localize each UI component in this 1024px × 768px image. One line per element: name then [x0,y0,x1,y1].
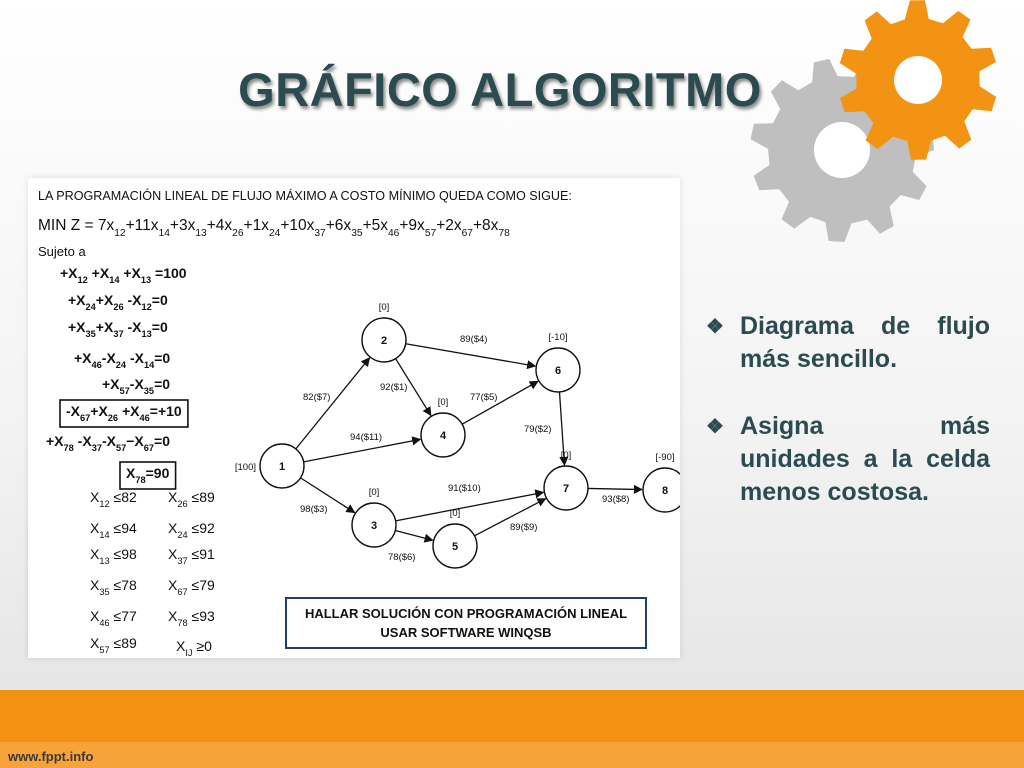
node-label-7: 7 [563,483,569,495]
node-supply-6: [-10] [548,332,567,343]
node-2 [361,317,407,363]
bound-left-5: X46 ≤77 [90,608,137,628]
edge-label-5-7: 89($9) [510,522,537,533]
gears-decoration [750,0,997,243]
edge-4-6 [461,380,539,425]
node-7 [543,465,589,511]
node-6 [535,347,581,393]
node-label-3: 3 [371,520,377,532]
node-supply-5: [0] [450,508,461,519]
objective-function: MIN Z = 7x12+11x14+3x13+4x26+1x24+10x37+… [38,217,510,239]
node-supply-7: [0] [561,450,572,461]
bound-right-4: X67 ≤79 [168,577,215,597]
model-heading: LA PROGRAMACIÓN LINEAL DE FLUJO MÁXIMO A… [38,188,572,203]
node-label-1: 1 [279,461,285,473]
edge-3-7 [395,489,545,522]
node-label-6: 6 [555,365,561,377]
bound-left-4: X35 ≤78 [90,577,137,597]
node-5 [432,523,478,569]
edge-1-2 [295,357,371,450]
edge-label-2-4: 92($1) [380,382,407,393]
boxed-constraint-frame [119,461,177,490]
edge-label-1-2: 82($7) [303,392,330,403]
node-supply-3: [0] [369,487,380,498]
boxed-constraint-frame [59,399,189,428]
edge-label-1-4: 94($11) [350,432,382,443]
diamond-bullet-icon: ❖ [706,316,724,338]
edge-1-4 [303,436,422,463]
constraint-4: +X46-X24 -X14=0 [74,350,170,370]
node-label-5: 5 [452,541,458,553]
edge-label-6-7: 79($2) [524,424,551,435]
edge-2-6 [405,343,537,370]
lp-model-and-network: LA PROGRAMACIÓN LINEAL DE FLUJO MÁXIMO A… [38,188,680,658]
node-8 [642,467,680,513]
subject-to-label: Sujeto a [38,244,86,259]
bound-left-6: X57 ≤89 [90,635,137,655]
bound-right-5: X78 ≤93 [168,608,215,628]
edge-7-8 [587,484,643,494]
edge-label-4-6: 77($5) [470,392,497,403]
bullet-text: Diagrama de flujo más sencillo. [740,312,990,373]
edge-label-7-8: 93($8) [602,494,629,505]
bound-left-2: X14 ≤94 [90,520,137,540]
node-3 [351,502,397,548]
edge-2-4 [395,358,432,417]
node-label-2: 2 [381,335,387,347]
node-supply-4: [0] [438,397,449,408]
constraint-5: +X57-X35=0 [102,376,170,396]
node-supply-1: [100] [235,462,256,473]
bound-left-3: X13 ≤98 [90,546,137,566]
node-4 [420,412,466,458]
edge-1-3 [300,477,356,514]
bullet-item: ❖ Diagrama de flujo más sencillo. [706,310,990,376]
bullet-list: ❖ Diagrama de flujo más sencillo. ❖ Asig… [706,310,990,543]
model-panel: LA PROGRAMACIÓN LINEAL DE FLUJO MÁXIMO A… [28,178,680,658]
bound-right-1: X26 ≤89 [168,489,215,509]
bound-right-2: X24 ≤92 [168,520,215,540]
note-line-1: HALLAR SOLUCIÓN CON PROGRAMACIÓN LINEAL [305,606,627,621]
constraint-6: -X67+X26 +X46=+10 [66,403,182,423]
footer-url: www.fppt.info [8,749,94,764]
bullet-text: Asigna más unidades a la celda menos cos… [740,412,990,506]
diamond-bullet-icon: ❖ [706,416,724,438]
constraint-1: +X12 +X14 +X13 =100 [60,265,187,285]
bound-right-3: X37 ≤91 [168,546,215,566]
edge-label-3-5: 78($6) [388,552,415,563]
node-label-8: 8 [662,485,668,497]
constraint-7: +X78 -X37-X57−X67=0 [46,433,170,453]
note-line-2: USAR SOFTWARE WINQSB [380,625,551,640]
constraint-8: X78=90 [126,465,170,485]
node-supply-8: [-90] [655,452,674,463]
constraint-2: +X24+X26 -X12=0 [68,292,168,312]
edge-5-7 [474,498,547,537]
edge-label-2-6: 89($4) [460,334,487,345]
footer-bar [0,690,1024,742]
note-box [285,597,647,649]
edge-3-5 [395,529,434,543]
bound-right-6: XIJ ≥0 [176,638,212,658]
footer-strip [0,742,1024,768]
edge-6-7 [558,391,569,466]
node-label-4: 4 [440,430,447,442]
gear-icon [839,0,997,160]
edge-label-3-7: 91($10) [448,483,481,494]
constraint-3: +X35+X37 -X13=0 [68,319,168,339]
bound-left-1: X12 ≤82 [90,489,137,509]
node-supply-2: [0] [379,302,390,313]
bullet-item: ❖ Asigna más unidades a la celda menos c… [706,410,990,509]
node-1 [259,443,305,489]
slide-title: GRÁFICO ALGORITMO [238,63,762,116]
edge-label-1-3: 98($3) [300,504,327,515]
